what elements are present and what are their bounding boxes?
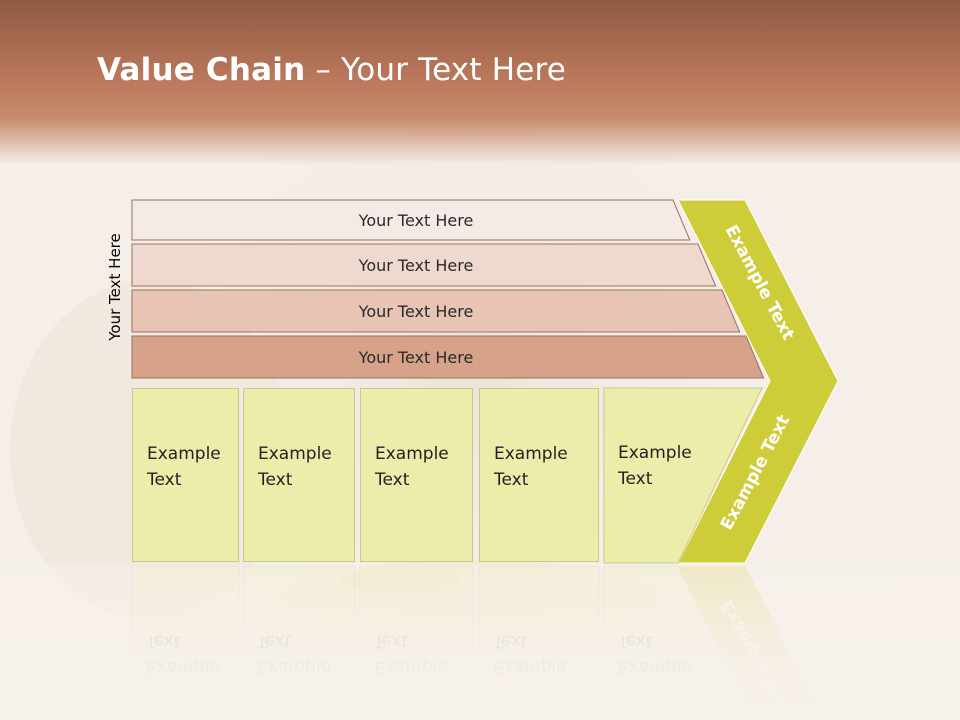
slide-title: Value Chain – Your Text Here — [97, 52, 566, 88]
activity-box-1-line2: Text — [147, 470, 182, 490]
chevron-arrow — [677, 199, 839, 564]
box-5-shape — [603, 387, 763, 564]
bar-1-label: Your Text Here — [358, 211, 474, 230]
title-bold: Value Chain — [97, 52, 306, 88]
activity-box-3-line2: Text — [375, 470, 410, 490]
title-rest: – Your Text Here — [305, 52, 567, 88]
bar-4-label: Your Text Here — [358, 348, 474, 367]
bar-2 — [131, 243, 717, 287]
bar-3-label: Your Text Here — [358, 302, 474, 321]
activity-box-1-line1: Example — [147, 444, 221, 464]
activity-box-5-line1: Example — [618, 443, 692, 463]
activity-box-4-line1: Example — [494, 444, 568, 464]
bar-3 — [131, 289, 741, 333]
activity-box-2-line2: Text — [258, 470, 293, 490]
activity-box-3-line1: Example — [375, 444, 449, 464]
activity-box-4-line2: Text — [494, 470, 529, 490]
activity-box-5-line2: Text — [618, 469, 653, 489]
reflection-fade — [0, 564, 960, 720]
bar-4 — [131, 335, 765, 379]
bar-2-label: Your Text Here — [358, 256, 474, 275]
header-band — [0, 0, 960, 165]
activity-box-2-line1: Example — [258, 444, 332, 464]
bar-1 — [131, 199, 691, 241]
